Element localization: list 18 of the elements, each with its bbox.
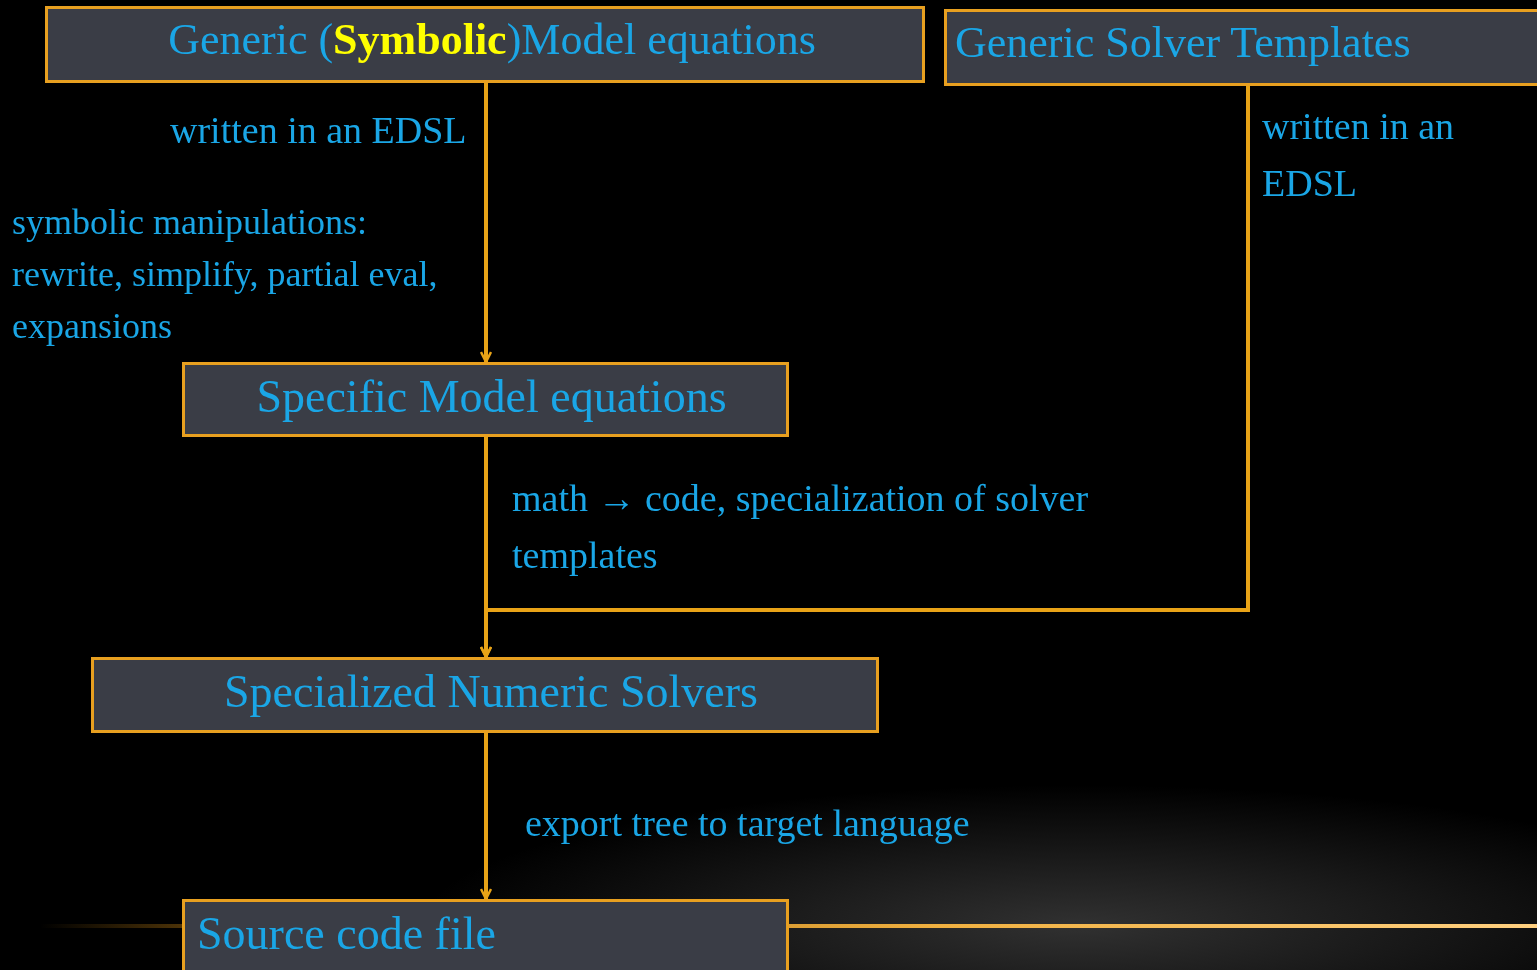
box-title: Source code file	[197, 907, 496, 961]
process-box	[944, 9, 1537, 86]
arrow	[479, 437, 493, 659]
arrow	[479, 83, 493, 364]
edge-label: written in an EDSL	[1262, 104, 1456, 206]
box-title: Generic (Symbolic)Model equations	[168, 14, 816, 66]
process-box	[91, 657, 879, 733]
box-title: Specific Model equations	[256, 370, 727, 424]
process-box	[182, 899, 789, 970]
edge-label: written in an EDSL	[170, 108, 468, 153]
process-box	[45, 6, 925, 83]
box-title: Generic Solver Templates	[955, 17, 1411, 69]
annotation-text: symbolic manipulations: rewrite, simplify, partial eval, expansions	[12, 201, 439, 349]
process-box	[182, 362, 789, 437]
edge-label: math → code, specialization of solver templates	[512, 476, 1090, 578]
arrow	[479, 733, 493, 901]
box-title: Specialized Numeric Solvers	[224, 665, 758, 719]
edge-label: export tree to target language	[525, 801, 971, 846]
